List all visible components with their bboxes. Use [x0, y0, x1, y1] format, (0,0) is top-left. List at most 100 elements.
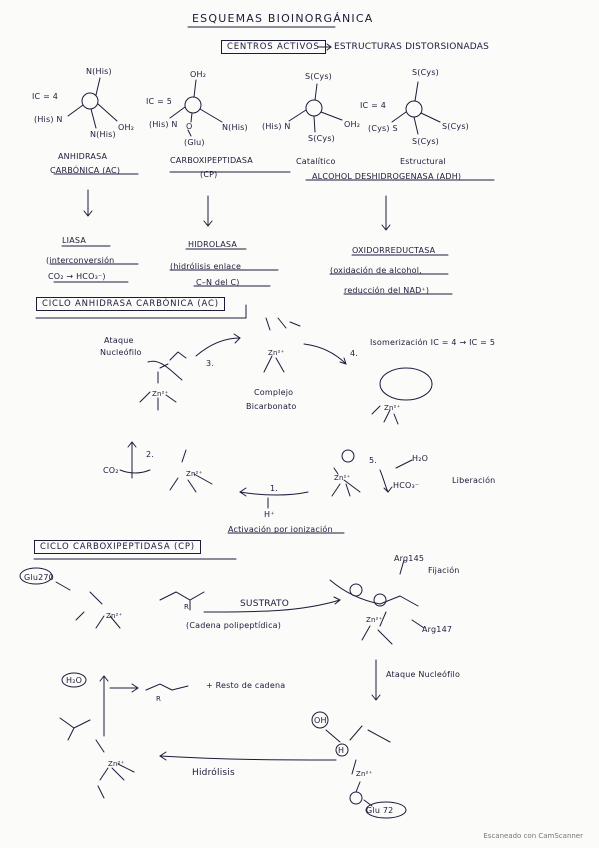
- cp-fixation: Fijación: [428, 566, 460, 575]
- cp-glu270-ring: [19, 567, 53, 585]
- scanner-footer: Escaneado con CamScanner: [483, 832, 583, 840]
- ac-h-plus: H⁺: [264, 510, 275, 519]
- ac-hco3: HCO₃⁻: [393, 481, 420, 490]
- center-4-ic: IC = 4: [360, 101, 387, 110]
- center-4-ligand-top: S(Cys): [412, 68, 440, 77]
- center-1-ligand-top: N(His): [86, 67, 112, 76]
- ac-arrow-2: [127, 441, 137, 479]
- cp-r-product: R: [156, 695, 162, 703]
- ac-complex-2: Bicarbonato: [246, 402, 297, 411]
- ac-zn-3: Zn²⁺: [384, 404, 401, 412]
- class-1-desc-1: (interconversión: [46, 256, 115, 265]
- center-4-zn: [405, 100, 423, 118]
- center-2-ligand-o: O: [186, 122, 193, 131]
- class-2-desc-2: C–N del C): [196, 278, 240, 287]
- ac-bicarbonate-ring: [379, 367, 433, 401]
- center-3-ligand-left: (His) N: [262, 122, 291, 131]
- cp-h: H: [338, 746, 345, 755]
- cp-arg145: Arg145: [394, 554, 425, 563]
- center-3-ligand-top: S(Cys): [305, 72, 333, 81]
- cp-zn-4: Zn²⁺: [356, 770, 373, 778]
- ac-activation: Activación por ionización: [228, 525, 333, 534]
- page-title: ESQUEMAS BIOINORGÁNICA: [192, 12, 374, 25]
- class-2-name: HIDROLASA: [188, 240, 238, 249]
- ac-zn-1: Zn²⁺: [152, 390, 169, 398]
- ac-isomerization: Isomerización IC = 4 → IC = 5: [370, 338, 496, 347]
- center-1-zn: [81, 92, 99, 110]
- ac-nucleophile: Nucleófilo: [100, 348, 142, 357]
- center-1-name: ANHIDRASA: [58, 152, 108, 161]
- cp-glu72: Glu 72: [366, 806, 394, 815]
- ac-release: Liberación: [452, 476, 496, 485]
- cp-zn-2: Zn²⁺: [366, 616, 383, 624]
- ac-zn-5: Zn²⁺: [334, 474, 351, 482]
- center-2-ligand-top: OH₂: [190, 70, 207, 79]
- center-2-ligand-glu: (Glu): [184, 138, 205, 147]
- class-1-name: LIASA: [62, 236, 86, 245]
- ac-step-4: 4.: [350, 349, 359, 358]
- class-3-desc-1: (oxidación de alcohol,: [330, 266, 422, 275]
- cp-hydrolysis: Hidrólisis: [192, 768, 235, 778]
- center-2-ligand-left: (His) N: [149, 120, 178, 129]
- ac-cycle-title: CICLO ANHIDRASA CARBÓNICA (AC): [36, 297, 225, 311]
- ac-co2: CO₂: [103, 466, 119, 475]
- cp-h2o-ring: [61, 672, 87, 688]
- cp-cycle-title: CICLO CARBOXIPEPTIDASA (CP): [34, 540, 201, 554]
- cp-arrow-up: [99, 675, 109, 737]
- class-1-desc-2: CO₂ → HCO₃⁻): [48, 272, 106, 281]
- class-3-name: OXIDORREDUCTASA: [352, 246, 436, 255]
- center-2-name: CARBOXIPEPTIDASA: [170, 156, 253, 165]
- center-4-ligand-left: (Cys) S: [368, 124, 398, 133]
- center-3-ligand-right: OH₂: [344, 120, 361, 129]
- cp-substrate: SUSTRATO: [240, 599, 290, 609]
- cp-h2o: H₂O: [66, 676, 83, 685]
- cp-arrow-attack: [371, 659, 381, 701]
- center-4-name: Estructural: [400, 157, 446, 166]
- ac-arrow-5: [379, 459, 413, 493]
- center-2-name-2: (CP): [200, 170, 218, 179]
- ac-h-circle: [341, 449, 355, 463]
- ac-arrow-3: [195, 333, 241, 357]
- center-2-ligand-right: N(His): [222, 123, 248, 132]
- cp-product: + Resto de cadena: [206, 681, 286, 690]
- center-3-name: Catalítico: [296, 157, 336, 166]
- center-1-ic: IC = 4: [32, 92, 59, 101]
- cp-glu270: Glu270: [24, 573, 54, 582]
- ac-arrow-4: [303, 343, 347, 365]
- distorted-structures-label: ESTRUCTURAS DISTORSIONADAS: [334, 42, 490, 52]
- cp-oh: OH: [314, 716, 327, 725]
- center-2-zn: [184, 96, 202, 114]
- ac-step-5: 5.: [369, 456, 378, 465]
- arrow-down-3: [381, 195, 391, 231]
- cp-zn-3: Zn²⁺: [108, 760, 125, 768]
- center-3-zn: [305, 99, 323, 117]
- class-3-desc-2: reducción del NAD⁺): [344, 286, 430, 295]
- center-1-ligand-left: (His) N: [34, 115, 63, 124]
- cp-glu72-ring: [365, 801, 407, 819]
- cp-chain: (Cadena polipeptídica): [186, 621, 282, 630]
- cp-zn-1: Zn²⁺: [106, 612, 123, 620]
- arrow-down-2: [203, 195, 213, 227]
- ac-arrow-1: [239, 487, 309, 497]
- class-2-desc-1: (hidrólisis enlace: [170, 262, 242, 271]
- cp-arrow-fixation: [203, 596, 341, 613]
- cp-r-substrate: R: [184, 603, 190, 611]
- center-3-ligand-bottom: S(Cys): [308, 134, 336, 143]
- center-4-ligand-right: S(Cys): [442, 122, 470, 131]
- ac-complex-1: Complejo: [254, 388, 294, 397]
- ac-attack: Ataque: [104, 336, 134, 345]
- center-1-ligand-right: OH₂: [118, 123, 135, 132]
- arrow-down-1: [83, 189, 93, 217]
- ac-step-3: 3.: [206, 359, 215, 368]
- center-1-name-2: CARBÓNICA (AC): [50, 166, 121, 175]
- ac-step-1: 1.: [270, 484, 279, 493]
- cp-arg147: Arg147: [422, 625, 453, 634]
- ac-h2o: H₂O: [412, 454, 429, 463]
- ac-zn-2: Zn²⁺: [268, 349, 285, 357]
- cp-nucleophilic-attack: Ataque Nucleófilo: [386, 670, 461, 679]
- adh-label: ALCOHOL DESHIDROGENASA (ADH): [312, 172, 462, 181]
- center-1-ligand-bottom: N(His): [90, 130, 116, 139]
- cp-arrow-hydrolysis: [159, 751, 337, 761]
